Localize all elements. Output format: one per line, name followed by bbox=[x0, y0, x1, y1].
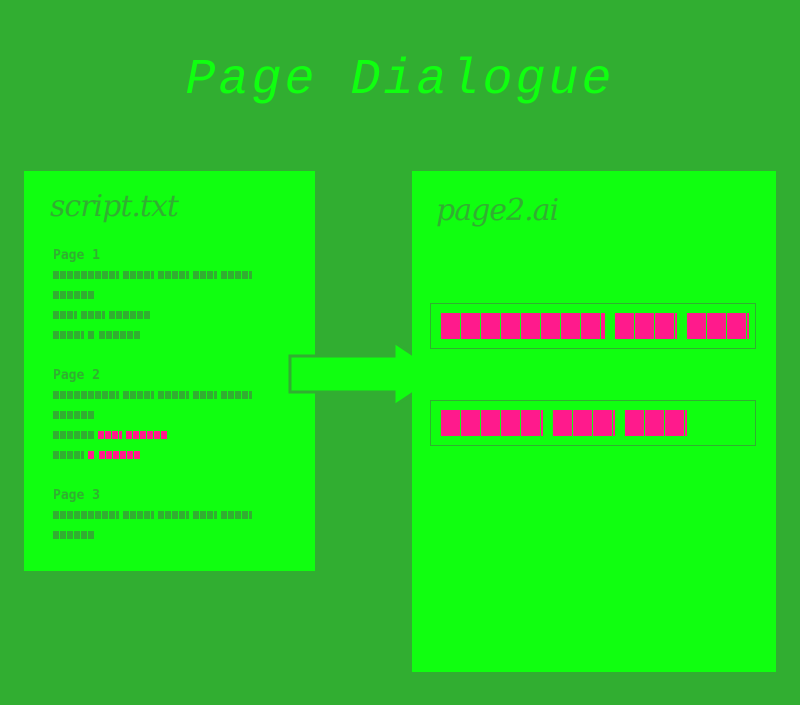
redacted-line bbox=[53, 391, 252, 399]
dialogue-box-1 bbox=[430, 303, 756, 349]
redacted-line-highlighted bbox=[53, 451, 140, 459]
redacted-line bbox=[53, 531, 94, 539]
redacted-line bbox=[53, 291, 94, 299]
script-panel-title: script.txt bbox=[50, 189, 179, 224]
redacted-line bbox=[53, 411, 94, 419]
dialogue-box-2 bbox=[430, 400, 756, 446]
diagram-title: Page Dialogue bbox=[185, 52, 615, 109]
redacted-line bbox=[53, 311, 150, 319]
page-label-2: Page 2 bbox=[53, 368, 100, 383]
redacted-line bbox=[53, 271, 252, 279]
page-panel-title: page2.ai bbox=[436, 193, 559, 228]
redacted-line bbox=[53, 331, 140, 339]
redacted-line-highlighted bbox=[53, 431, 167, 439]
page-label-1: Page 1 bbox=[53, 248, 100, 263]
redacted-line bbox=[53, 511, 252, 519]
script-panel: script.txt Page 1 Page 2 Page 3 bbox=[24, 171, 315, 571]
page-label-3: Page 3 bbox=[53, 488, 100, 503]
